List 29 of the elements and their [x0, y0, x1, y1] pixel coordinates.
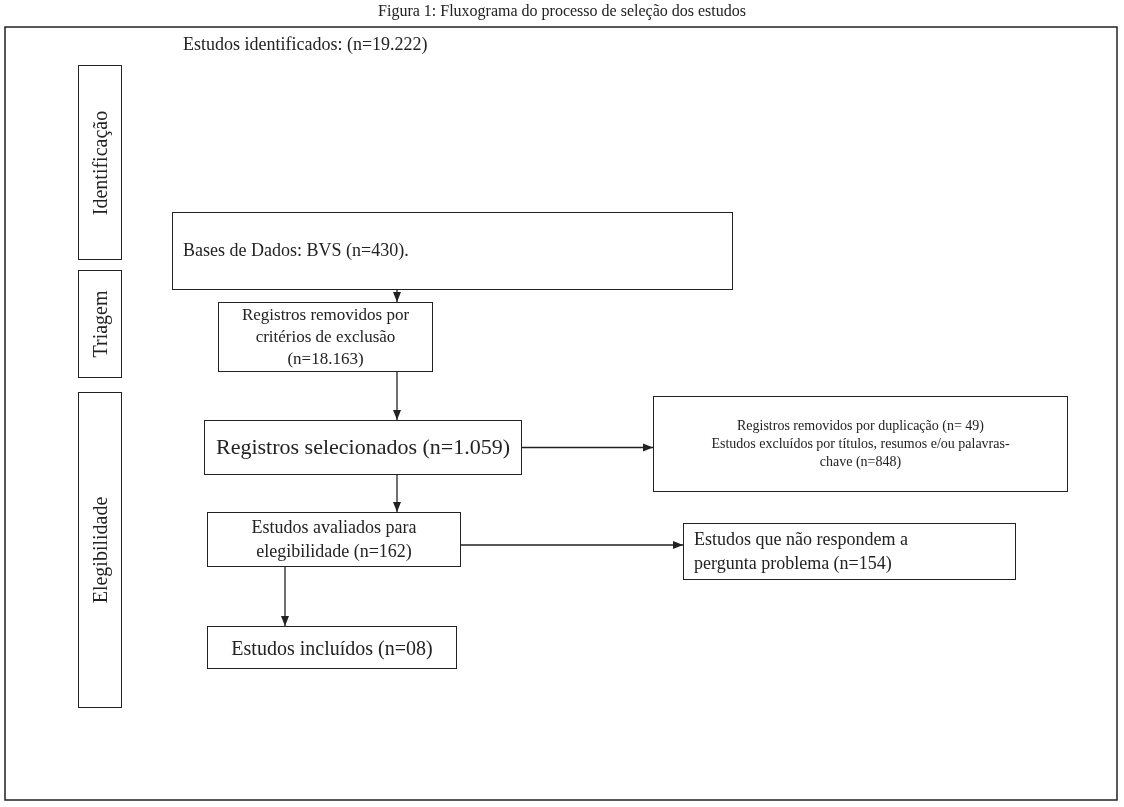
process-box — [207, 512, 461, 567]
box-text: Registros selecionados (n=1.059) — [215, 433, 511, 462]
process-box — [172, 212, 733, 290]
arrow — [460, 540, 684, 550]
phase-label: Identificação — [88, 110, 113, 215]
arrow — [280, 566, 290, 627]
phase-label-box — [78, 65, 122, 260]
process-box — [653, 396, 1068, 492]
count-note: Estudos identificados: (n=19.222) — [183, 34, 428, 55]
arrow — [392, 371, 402, 421]
process-box — [683, 523, 1016, 580]
arrow — [392, 289, 402, 303]
phase-label-box — [78, 270, 122, 378]
arrow — [392, 474, 402, 513]
arrow — [521, 443, 654, 452]
box-text: Registros removidos por critérios de exclusão (n=18.163) — [240, 303, 411, 371]
box-text: Estudos excluídos por títulos, resumos e/ou palavras-chave (n=848) — [710, 434, 1011, 472]
box-text: Estudos incluídos (n=08) — [231, 635, 433, 661]
box-text: Registros removidos por duplicação (n= 49) — [737, 416, 984, 435]
process-box — [204, 420, 522, 475]
figure-title: Figura 1: Fluxograma do processo de seleção dos estudos — [377, 2, 747, 20]
phase-label: Triagem — [88, 290, 113, 358]
process-box — [218, 302, 433, 372]
box-text: Estudos que não respondem a pergunta problema (n=154) — [694, 528, 909, 575]
phase-label: Elegibilidade — [88, 496, 113, 604]
box-text: Bases de Dados: BVS (n=430). — [183, 239, 409, 263]
process-box — [207, 626, 457, 669]
box-text: Estudos avaliados para elegibilidade (n=162) — [250, 516, 418, 563]
phase-label-box — [78, 392, 122, 708]
